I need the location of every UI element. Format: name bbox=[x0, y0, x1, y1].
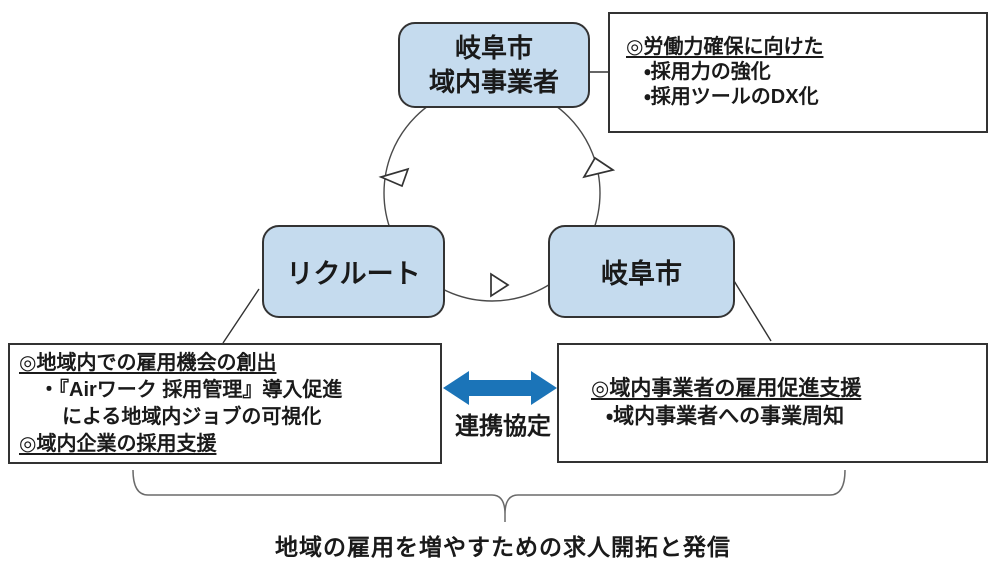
node-recruit: リクルート bbox=[262, 225, 445, 318]
node-label: 岐阜市 bbox=[601, 259, 682, 289]
connector-left-node-to-callout bbox=[222, 288, 260, 344]
connector-right-node-to-callout bbox=[730, 275, 772, 342]
node-gifu-city: 岐阜市 bbox=[548, 225, 735, 318]
cycle-arrowhead-upper-left-icon bbox=[378, 167, 410, 188]
callout-item: ・『Airワーク 採用管理』導入促進 bbox=[39, 379, 343, 401]
callout-recruit-role: ◎地域内での雇用機会の創出 ・『Airワーク 採用管理』導入促進 による地域内ジ… bbox=[8, 343, 442, 464]
node-label: リクルート bbox=[286, 259, 421, 289]
summary-brace-icon bbox=[132, 469, 846, 522]
cycle-arrowhead-upper-right-icon bbox=[582, 156, 616, 179]
callout-item: ・採用力の強化 bbox=[644, 61, 771, 83]
callout-heading: ◎域内企業の採用支援 bbox=[19, 433, 217, 455]
partnership-agreement-label: 連携協定 bbox=[455, 413, 551, 440]
summary-caption: 地域の雇用を増やすための求人開拓と発信 bbox=[275, 534, 731, 560]
node-label: 岐阜市 bbox=[454, 32, 533, 63]
callout-city-role: ◎域内事業者の雇用促進支援 ・域内事業者への事業周知 bbox=[557, 343, 988, 463]
node-gifu-city-businesses: 岐阜市 域内事業者 bbox=[398, 22, 590, 108]
callout-item: ・採用ツールのDX化 bbox=[644, 86, 819, 108]
callout-item: による地域内ジョブの可視化 bbox=[62, 406, 322, 428]
node-label: 域内事業者 bbox=[428, 67, 559, 97]
callout-heading: ◎域内事業者の雇用促進支援 bbox=[591, 377, 862, 400]
partnership-double-arrow-icon bbox=[443, 371, 557, 405]
callout-item: ・域内事業者への事業周知 bbox=[606, 405, 845, 428]
callout-heading: ◎地域内での雇用機会の創出 bbox=[19, 352, 277, 374]
callout-workforce: ◎労働力確保に向けた ・採用力の強化 ・採用ツールのDX化 bbox=[608, 12, 988, 133]
callout-heading: ◎労働力確保に向けた bbox=[626, 36, 824, 58]
cycle-arrowhead-bottom-icon bbox=[490, 272, 510, 298]
